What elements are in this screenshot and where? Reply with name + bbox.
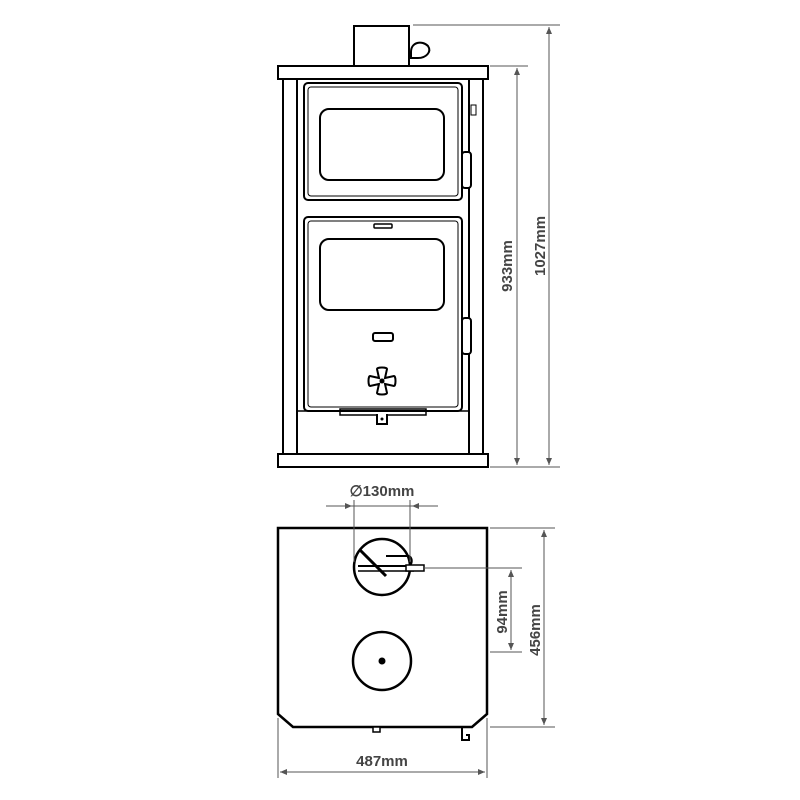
flue-pipe [353, 25, 410, 67]
total-height-label: 1027mm [532, 216, 549, 276]
dimension-flue-offset: 94mm [424, 567, 522, 653]
flue-damper-knob [410, 41, 431, 59]
firebox-door-top-latch [373, 223, 393, 229]
firebox-door-handle [461, 317, 472, 355]
left-side-panel [282, 78, 298, 455]
rear-bracket-right [461, 727, 470, 741]
dimension-depth: 456mm [490, 527, 555, 728]
firebox-logo-plate [372, 332, 394, 342]
dimension-width: 487mm [277, 718, 488, 778]
ash-pan [296, 410, 470, 455]
dimension-flue-diameter: ∅130mm [326, 483, 438, 562]
top-view-outline [276, 526, 489, 729]
firebox-door-inner [307, 220, 459, 408]
oven-door [303, 82, 463, 201]
top-view [276, 526, 489, 741]
base-plate [277, 453, 489, 468]
oven-door-inner [307, 86, 459, 197]
ash-pan-handle-pin [380, 417, 384, 421]
flue-damper [358, 548, 425, 578]
dimension-body-height: 933mm [490, 65, 528, 465]
front-view [277, 25, 489, 468]
top-plate [277, 65, 489, 80]
flue-diameter-label: ∅130mm [350, 483, 415, 500]
body-height-label: 933mm [499, 240, 516, 292]
dimension-total-height: 1027mm [413, 24, 560, 468]
firebox-window [319, 238, 445, 311]
rear-bracket-left [372, 726, 381, 733]
oven-window [319, 108, 445, 181]
right-side-panel [468, 78, 484, 455]
air-control-knob [367, 366, 397, 396]
oven-door-handle [461, 151, 472, 189]
cooking-plate [351, 630, 413, 692]
width-label: 487mm [356, 753, 408, 770]
oven-door-hinge-top [470, 104, 477, 116]
depth-label: 456mm [527, 604, 544, 656]
cooking-plate-center [378, 657, 386, 665]
flue-offset-label: 94mm [494, 590, 511, 633]
